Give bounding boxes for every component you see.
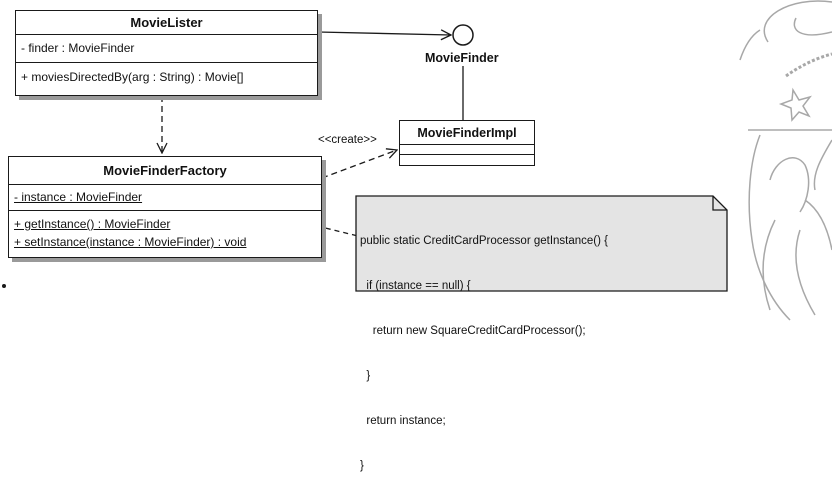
movie-lister-operations: + moviesDirectedBy(arg : String) : Movie… bbox=[16, 63, 317, 93]
movie-finder-impl-operations bbox=[400, 155, 534, 164]
movie-lister-attributes: - finder : MovieFinder bbox=[16, 35, 317, 63]
movie-finder-factory-attributes: - instance : MovieFinder bbox=[9, 185, 321, 211]
operation-get-instance: + getInstance() : MovieFinder bbox=[14, 217, 171, 231]
diagram-canvas bbox=[2, 0, 832, 321]
note-line: if (instance == null) { bbox=[360, 280, 471, 292]
attribute-finder: - finder : MovieFinder bbox=[21, 41, 135, 55]
operation-movies-directed-by: + moviesDirectedBy(arg : String) : Movie… bbox=[21, 70, 244, 84]
note-line: return instance; bbox=[360, 415, 446, 427]
create-relation bbox=[321, 150, 397, 179]
interface-name-movie-finder: MovieFinder bbox=[425, 51, 499, 65]
interface-circle bbox=[452, 24, 474, 46]
class-movie-finder-impl: MovieFinderImpl bbox=[399, 120, 535, 166]
class-name-movie-lister: MovieLister bbox=[16, 11, 317, 35]
class-name-movie-finder-factory: MovieFinderFactory bbox=[9, 157, 321, 185]
stray-mark bbox=[2, 284, 6, 288]
class-movie-lister: MovieLister - finder : MovieFinder + mov… bbox=[15, 10, 318, 96]
dependency-lister-to-finder bbox=[317, 32, 451, 35]
code-note bbox=[355, 195, 728, 292]
movie-finder-factory-operations: + getInstance() : MovieFinder + setInsta… bbox=[9, 211, 321, 257]
operation-set-instance: + setInstance(instance : MovieFinder) : … bbox=[14, 235, 247, 249]
movie-finder-impl-attributes bbox=[400, 145, 534, 155]
class-movie-finder-factory: MovieFinderFactory - instance : MovieFin… bbox=[8, 156, 322, 258]
create-stereotype-label: <<create>> bbox=[318, 134, 377, 146]
decorative-artwork bbox=[739, 0, 832, 321]
attribute-instance: - instance : MovieFinder bbox=[14, 190, 143, 204]
note-line: } bbox=[360, 460, 364, 472]
note-corner-fold bbox=[712, 196, 727, 211]
code-note-text: public static CreditCardProcessor getIns… bbox=[360, 204, 710, 489]
note-line: } bbox=[360, 370, 371, 382]
note-line: public static CreditCardProcessor getIns… bbox=[360, 235, 608, 247]
note-line: return new SquareCreditCardProcessor(); bbox=[360, 325, 586, 337]
class-name-movie-finder-impl: MovieFinderImpl bbox=[400, 121, 534, 145]
note-connector bbox=[316, 225, 359, 237]
